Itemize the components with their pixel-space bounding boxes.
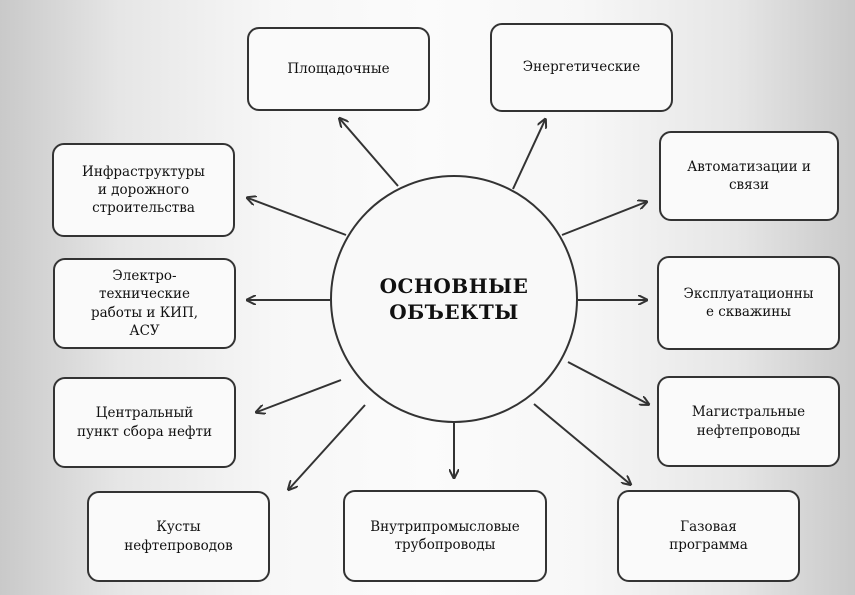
center-label: ОСНОВНЫЕ ОБЪЕКТЫ: [379, 274, 529, 324]
node-label: Автоматизации и связи: [687, 158, 811, 193]
node-ekspluatatsionnye: Эксплуатационны е скважины: [657, 256, 840, 350]
arrow-to-tsentralnyi: [257, 379, 342, 412]
arrow-to-kusty: [289, 404, 366, 489]
node-label: Энергетические: [522, 59, 641, 76]
node-elektrotekhnicheskie: Электро- технические работы и КИП, АСУ: [53, 258, 236, 349]
node-label: Внутрипромысловые трубопроводы: [370, 518, 520, 553]
node-label: Инфраструктуры и дорожного строительства: [82, 163, 205, 217]
node-tsentralnyi: Центральный пункт сбора нефти: [53, 377, 236, 468]
arrow-to-infrastruktury: [248, 198, 347, 236]
center-circle-main-objects: ОСНОВНЫЕ ОБЪЕКТЫ: [330, 175, 578, 423]
node-label: Магистральные нефтепроводы: [691, 404, 806, 439]
node-label: Эксплуатационны е скважины: [683, 285, 814, 320]
arrow-to-ploshchadochnye: [340, 119, 399, 187]
arrow-to-energeticheskie: [512, 120, 545, 190]
node-gazovaya: Газовая программа: [617, 490, 800, 582]
node-label: Площадочные: [287, 60, 390, 77]
node-kusty: Кусты нефтепроводов: [87, 491, 270, 582]
node-infrastruktury: Инфраструктуры и дорожного строительства: [52, 143, 235, 237]
node-label: Газовая программа: [669, 518, 748, 553]
node-magistralnye: Магистральные нефтепроводы: [657, 376, 840, 467]
arrow-to-avtomatizatsii: [561, 202, 646, 236]
node-avtomatizatsii: Автоматизации и связи: [659, 131, 839, 221]
node-energeticheskie: Энергетические: [490, 23, 673, 112]
node-vnutripromyslovye: Внутрипромысловые трубопроводы: [343, 490, 547, 582]
node-label: Электро- технические работы и КИП, АСУ: [90, 268, 199, 339]
node-label: Кусты нефтепроводов: [124, 519, 233, 554]
node-label: Центральный пункт сбора нефти: [77, 405, 212, 440]
arrow-to-gazovaya: [533, 403, 630, 484]
node-ploshchadochnye: Площадочные: [247, 27, 430, 111]
arrow-to-magistralnye: [567, 361, 648, 404]
